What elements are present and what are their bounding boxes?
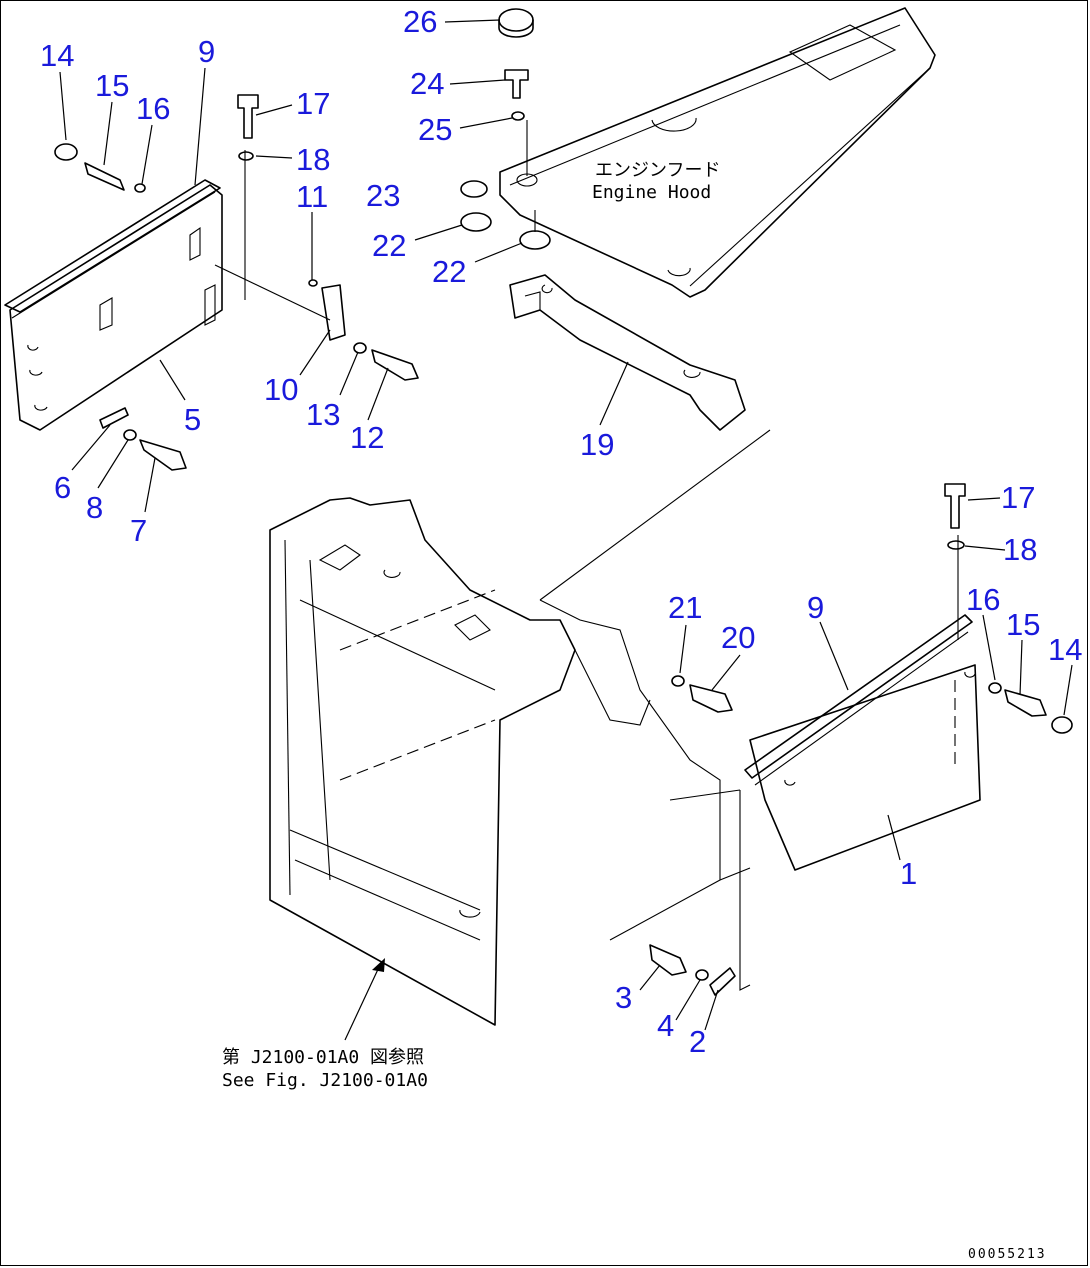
reference-arrow-line: [344, 964, 381, 1041]
callout-8: 8: [86, 490, 103, 525]
callout-4: 4: [657, 1008, 674, 1043]
callout-9-b: 9: [807, 590, 824, 625]
callout-22-a: 22: [372, 228, 406, 263]
callout-1: 1: [900, 856, 917, 891]
callout-14-b: 14: [1048, 632, 1082, 667]
callout-18-b: 18: [1003, 532, 1037, 567]
callout-26: 26: [403, 4, 437, 39]
support-bracket: [509, 274, 746, 431]
callout-10: 10: [264, 372, 298, 407]
callout-7: 7: [130, 513, 147, 548]
engine-hood-en-label: Engine Hood: [592, 182, 711, 203]
leader-lines: [59, 19, 1073, 1031]
callout-19: 19: [580, 427, 614, 462]
callout-24: 24: [410, 66, 444, 101]
callout-23: 23: [366, 178, 400, 213]
callout-22-b: 22: [432, 254, 466, 289]
engine-hood: [499, 7, 936, 298]
hood-fasteners: [460, 8, 551, 250]
engine-hood-jp-label: エンジンフード: [595, 160, 720, 181]
callout-16-b: 16: [966, 582, 1000, 617]
right-side-panel: [739, 535, 981, 991]
left-fasteners: [54, 94, 419, 471]
callout-labels: 14 15 16 9 17 18 11 10 13 12 5 6 8 7 26 …: [40, 4, 1082, 1059]
callout-18: 18: [296, 142, 330, 177]
callout-16: 16: [136, 91, 170, 126]
callout-11: 11: [296, 179, 328, 214]
callout-20: 20: [721, 620, 755, 655]
reference-en-label: See Fig. J2100-01A0: [222, 1070, 428, 1091]
callout-3: 3: [615, 980, 632, 1015]
callout-15: 15: [95, 68, 129, 103]
callout-21: 21: [668, 590, 702, 625]
radiator-frame: [269, 429, 771, 1026]
callout-2: 2: [689, 1024, 706, 1059]
callout-15-b: 15: [1006, 607, 1040, 642]
reference-jp-label: 第 J2100-01A0 図参照: [222, 1047, 424, 1068]
callout-17: 17: [296, 86, 330, 121]
drawing-number: 00055213: [968, 1247, 1047, 1262]
callout-13: 13: [306, 397, 340, 432]
callout-12: 12: [350, 420, 384, 455]
right-fasteners: [649, 483, 1073, 996]
callout-25: 25: [418, 112, 452, 147]
callout-6: 6: [54, 470, 71, 505]
left-side-panel: [4, 150, 331, 431]
callout-14: 14: [40, 38, 74, 73]
callout-5: 5: [184, 402, 201, 437]
callout-17-b: 17: [1001, 480, 1035, 515]
callout-9: 9: [198, 34, 215, 69]
reference-arrow-head: [372, 958, 385, 972]
